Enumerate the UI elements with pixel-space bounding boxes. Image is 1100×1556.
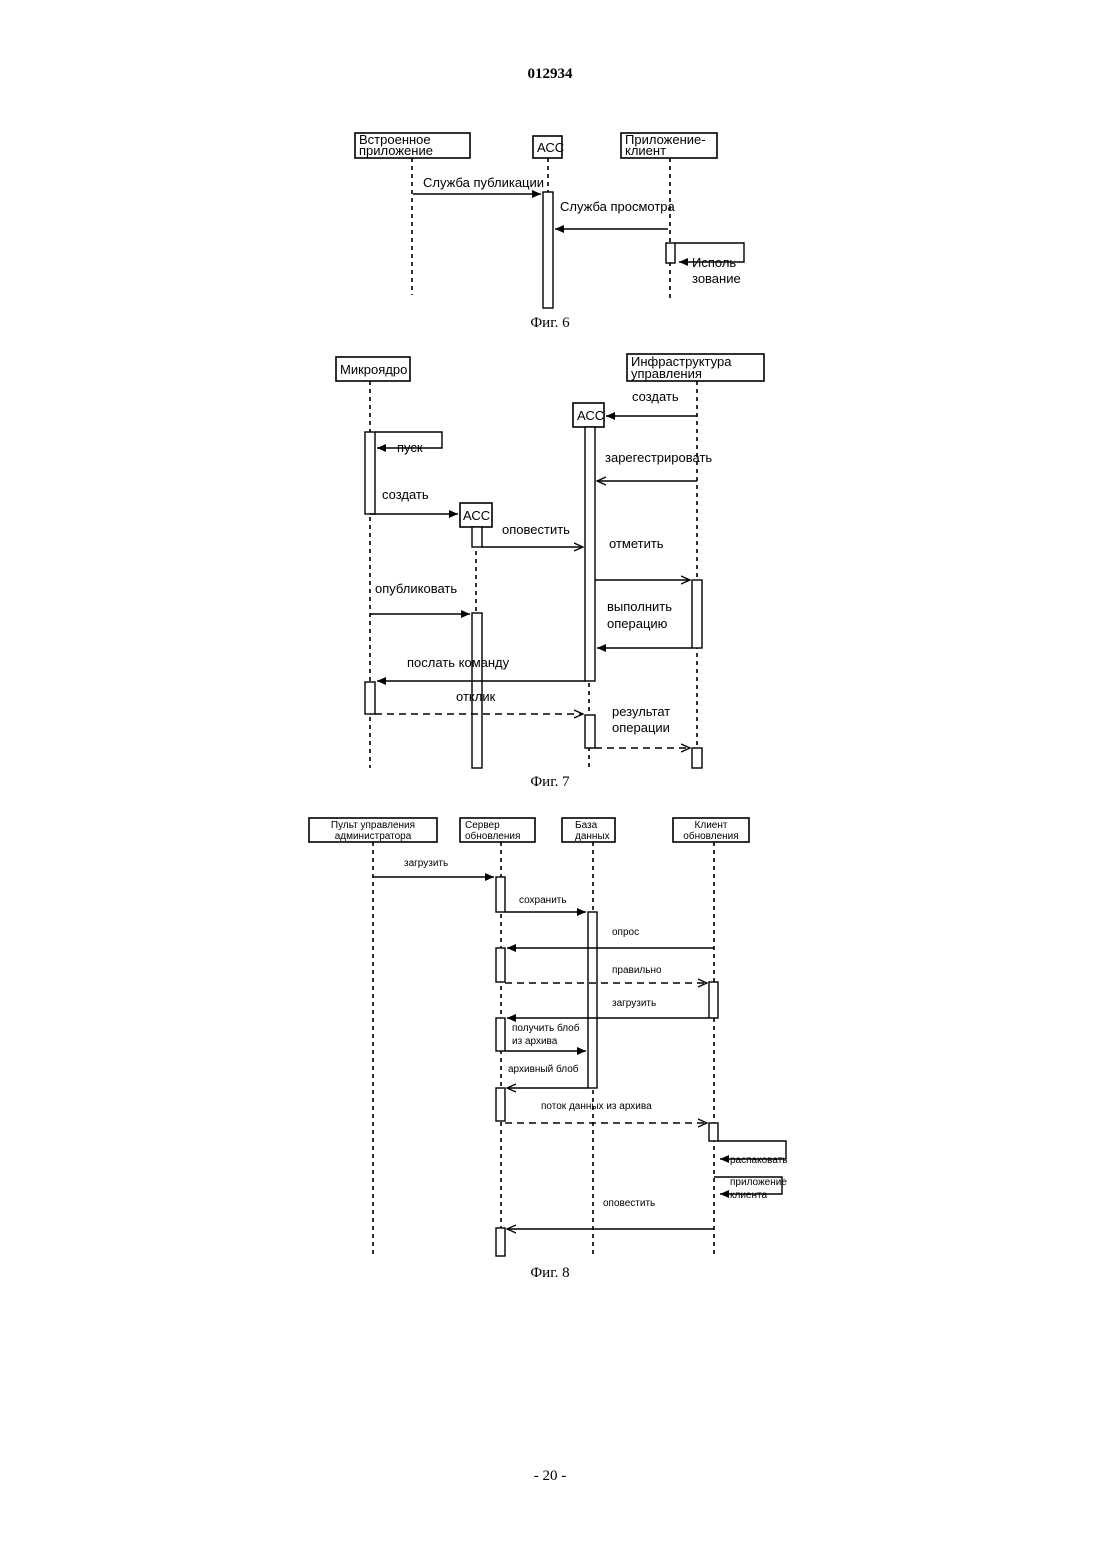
activation-server-2 bbox=[496, 948, 505, 982]
msg-notify-label: оповестить bbox=[603, 1198, 655, 1209]
activation-server-5 bbox=[496, 1228, 505, 1256]
participant-update-client-label-2: обновления bbox=[683, 830, 738, 842]
participant-database-label-2: данных bbox=[575, 831, 610, 842]
msg-browse-service-label: Служба просмотра bbox=[560, 199, 676, 214]
activation-server-4 bbox=[496, 1088, 505, 1121]
participant-update-server-label-2: обновления bbox=[465, 830, 520, 842]
msg-publish-label: опубликовать bbox=[375, 581, 457, 596]
msg-client-app-label-1: приложение bbox=[730, 1177, 787, 1188]
activation-acc-top-2 bbox=[585, 715, 595, 748]
participant-admin-console-label-1: Пульт управления bbox=[331, 820, 415, 831]
msg-poll-label: опрос bbox=[612, 927, 639, 938]
activation-acc-mid-1 bbox=[472, 527, 482, 547]
msg-execute-op-label-1: выполнить bbox=[607, 599, 672, 614]
msg-register-label: зарегестрировать bbox=[605, 450, 712, 465]
msg-upload-label: загрузить bbox=[404, 858, 448, 869]
msg-op-result-label-1: результат bbox=[612, 704, 670, 719]
msg-archive-stream-label: поток данных из архива bbox=[541, 1101, 652, 1112]
figure-6: Встроенное приложение АСС Приложение- кл… bbox=[355, 132, 744, 331]
participant-microkernel-label: Микроядро bbox=[340, 362, 407, 377]
figure-8: Пульт управления администратора Сервер о… bbox=[309, 818, 787, 1281]
activation-client-2 bbox=[709, 1123, 718, 1141]
msg-save-label: сохранить bbox=[519, 895, 567, 906]
participant-acc-top-label: АСС bbox=[577, 408, 604, 423]
msg-get-blob-label-2: из архива bbox=[512, 1036, 558, 1047]
participant-mgmt-infra-label-2: управления bbox=[631, 366, 702, 381]
activation-client-app bbox=[666, 243, 675, 263]
msg-response-label: отклик bbox=[456, 689, 496, 704]
msg-mark-label: отметить bbox=[609, 536, 664, 551]
participant-update-server-label-1: Сервер bbox=[465, 820, 500, 831]
participant-admin-console-label-2: администратора bbox=[335, 831, 412, 842]
activation-server-1 bbox=[496, 877, 505, 912]
participant-acc-mid-label: АСС bbox=[463, 508, 490, 523]
activation-acc bbox=[543, 192, 553, 308]
msg-notify-label: оповестить bbox=[502, 522, 570, 537]
msg-unpack-label: распаковать bbox=[730, 1155, 787, 1166]
page-footer: - 20 - bbox=[0, 1468, 1100, 1485]
msg-publish-service-label: Служба публикации bbox=[423, 175, 544, 190]
msg-usage-label-1: Исполь bbox=[692, 255, 736, 270]
msg-create-mid-label: создать bbox=[382, 487, 429, 502]
msg-get-blob-label-1: получить блоб bbox=[512, 1022, 580, 1034]
participant-update-client-label-1: Клиент bbox=[695, 820, 728, 831]
msg-op-result-label-2: операции bbox=[612, 720, 670, 735]
activation-database bbox=[588, 912, 597, 1088]
msg-send-command-label: послать команду bbox=[407, 655, 510, 670]
msg-execute-op-label-2: операцию bbox=[607, 616, 668, 631]
figure-8-caption: Фиг. 8 bbox=[530, 1265, 569, 1281]
participant-client-app-label-2: клиент bbox=[625, 143, 666, 158]
msg-usage-label-2: зование bbox=[692, 271, 741, 286]
activation-microkernel-2 bbox=[365, 682, 375, 714]
participant-acc-label: АСС bbox=[537, 140, 564, 155]
figure-7: Микроядро Инфраструктура управления АСС … bbox=[336, 354, 764, 790]
activation-microkernel-1 bbox=[365, 432, 375, 514]
figure-7-caption: Фиг. 7 bbox=[530, 774, 570, 790]
activation-server-3 bbox=[496, 1018, 505, 1051]
msg-create-top-label: создать bbox=[632, 389, 679, 404]
participant-database-label-1: База bbox=[575, 820, 598, 831]
msg-download-label: загрузить bbox=[612, 998, 656, 1009]
participant-embedded-app-label-2: приложение bbox=[359, 143, 433, 158]
msg-correct-label: правильно bbox=[612, 965, 662, 976]
activation-client-1 bbox=[709, 982, 718, 1018]
figure-6-caption: Фиг. 6 bbox=[530, 315, 570, 331]
activation-mgmt-infra-1 bbox=[692, 580, 702, 648]
msg-archive-blob-label: архивный блоб bbox=[508, 1063, 579, 1075]
activation-mgmt-infra-2 bbox=[692, 748, 702, 768]
activation-acc-top-1 bbox=[585, 427, 595, 681]
msg-client-app-label-2: клиента bbox=[730, 1190, 767, 1201]
msg-start-label: пуск bbox=[397, 440, 423, 455]
